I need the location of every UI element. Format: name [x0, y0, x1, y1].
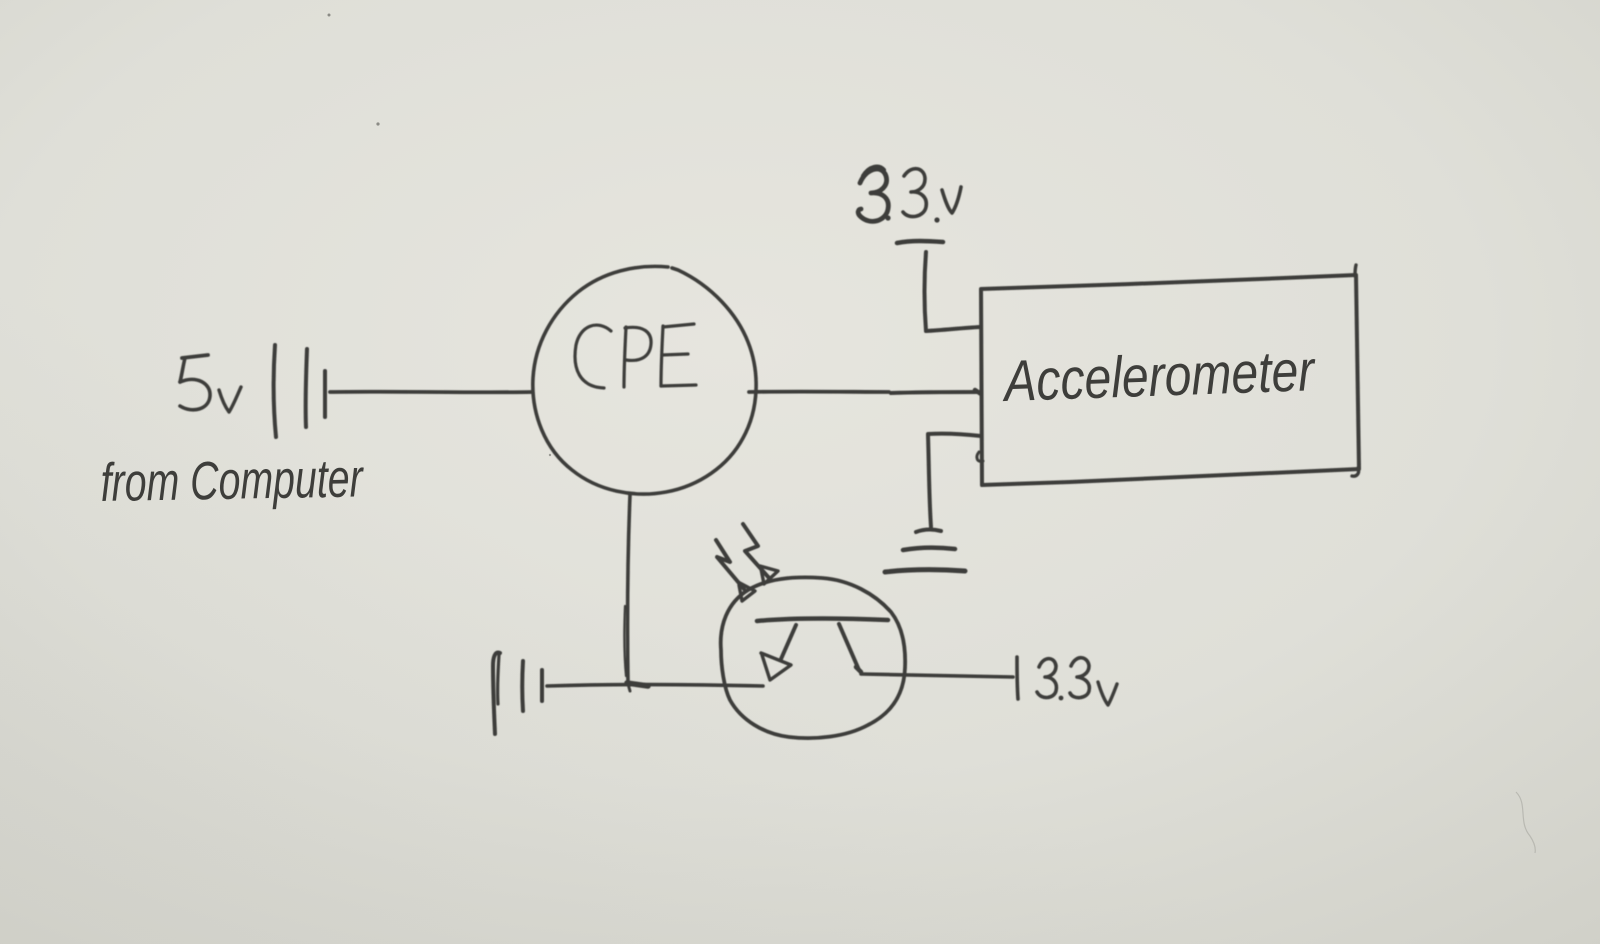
svg-text:Accelerometer: Accelerometer [1001, 338, 1318, 414]
svg-text:from Computer: from Computer [100, 448, 364, 513]
